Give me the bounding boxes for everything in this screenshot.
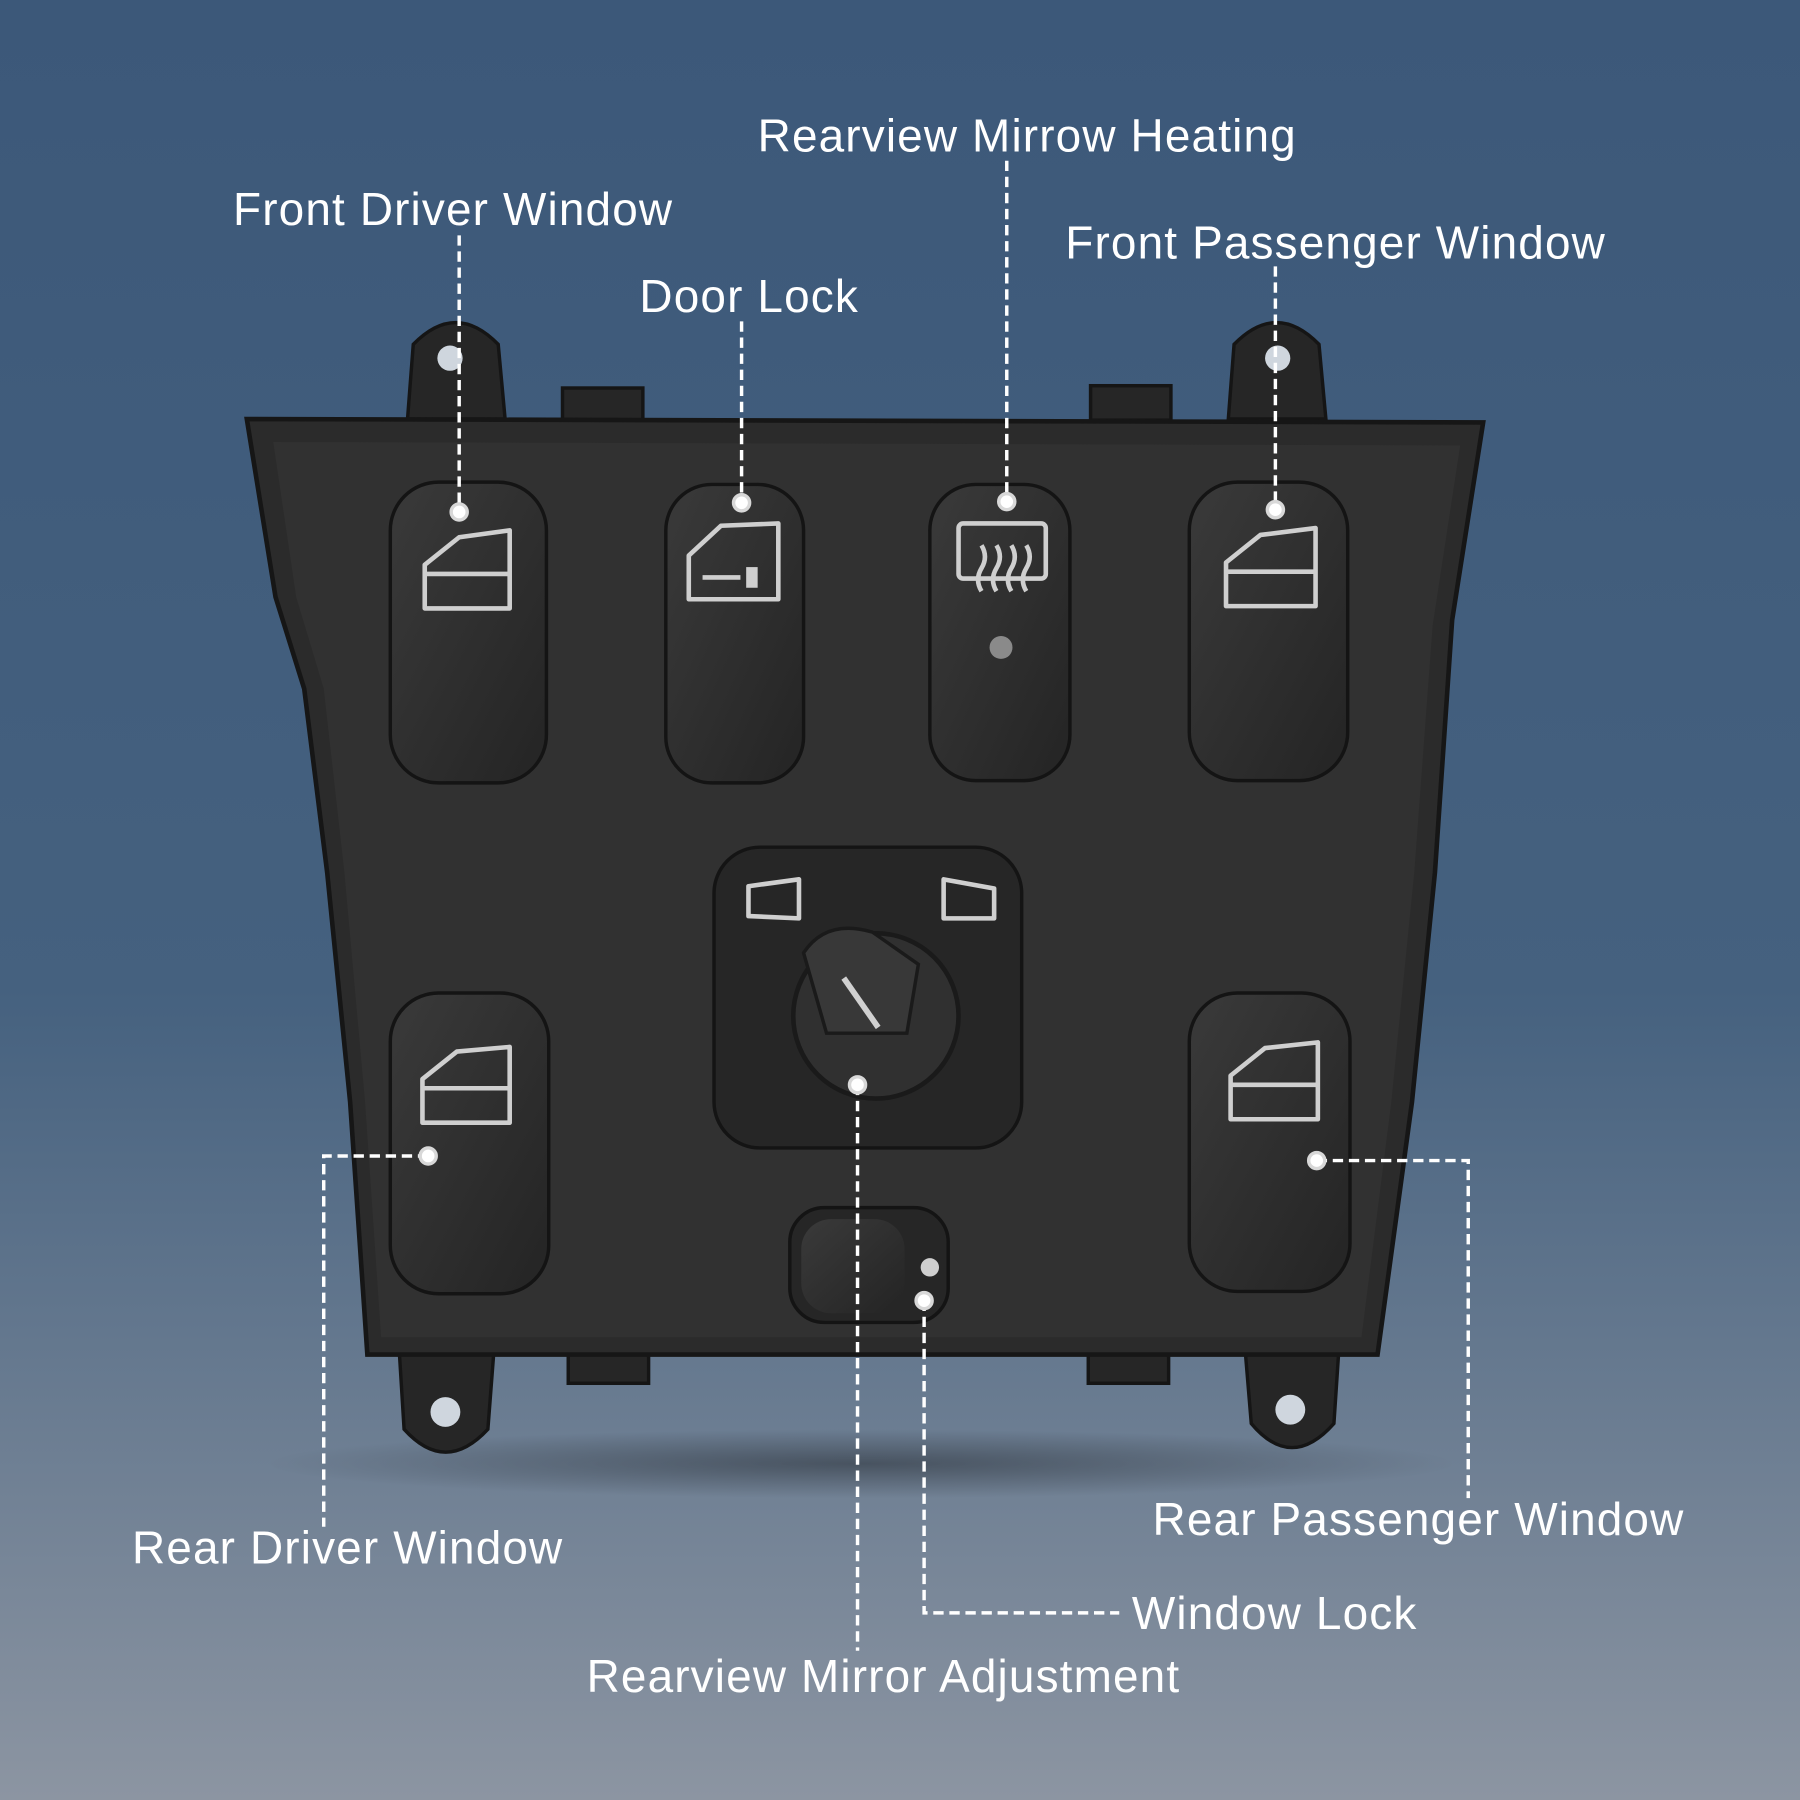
label-front-passenger-window: Front Passenger Window bbox=[1065, 216, 1606, 268]
label-rearview-mirror-heating: Rearview Mirrow Heating bbox=[758, 110, 1297, 162]
label-rear-passenger-window: Rear Passenger Window bbox=[1153, 1493, 1685, 1545]
rear-passenger-window-switch[interactable] bbox=[1187, 991, 1352, 1294]
leader-lines bbox=[322, 160, 1470, 1651]
window-icon bbox=[1228, 1040, 1321, 1122]
drop-shadow bbox=[264, 1429, 1458, 1499]
indicator-light bbox=[989, 635, 1013, 659]
window-icon bbox=[422, 528, 512, 611]
lock-indicator-light bbox=[920, 1258, 940, 1277]
label-door-lock: Door Lock bbox=[639, 270, 859, 322]
callout-dots bbox=[418, 491, 1327, 1311]
front-passenger-window-switch[interactable] bbox=[1187, 480, 1350, 783]
window-icon bbox=[420, 1044, 512, 1126]
label-front-driver-window: Front Driver Window bbox=[233, 183, 673, 235]
right-mirror-icon bbox=[941, 877, 997, 921]
knob-indicator bbox=[841, 976, 881, 1030]
left-mirror-icon bbox=[746, 877, 802, 921]
front-driver-window-switch[interactable] bbox=[388, 480, 549, 785]
window-icon bbox=[1223, 525, 1318, 609]
door-lock-icon bbox=[686, 521, 781, 602]
defrost-icon bbox=[956, 521, 1049, 581]
label-rear-driver-window: Rear Driver Window bbox=[132, 1522, 563, 1574]
lock-icon bbox=[746, 567, 758, 588]
door-lock-switch[interactable] bbox=[664, 482, 806, 785]
window-lock-switch[interactable] bbox=[788, 1205, 950, 1325]
mirror-heating-switch[interactable] bbox=[928, 482, 1072, 783]
label-rearview-mirror-adjustment: Rearview Mirror Adjustment bbox=[587, 1650, 1181, 1702]
mirror-adjustment-control[interactable] bbox=[712, 845, 1024, 1150]
rear-driver-window-switch[interactable] bbox=[388, 991, 551, 1296]
mount-holes bbox=[430, 345, 1306, 1427]
label-window-lock: Window Lock bbox=[1132, 1587, 1418, 1639]
